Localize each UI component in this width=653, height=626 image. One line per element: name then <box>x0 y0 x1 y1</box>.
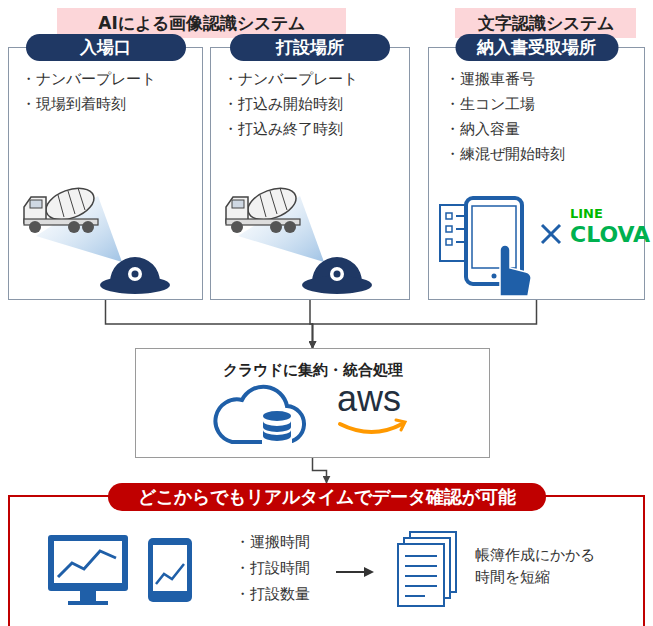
node-text: ・生コン工場 <box>445 95 535 114</box>
logo-text: aws <box>337 378 401 420</box>
logo-text: LINE <box>570 206 603 221</box>
node-text: ・打設時間 <box>235 559 310 578</box>
node-text: 帳簿作成にかかる 時間を短縮 <box>475 545 611 589</box>
node-heading: 入場口 <box>26 34 186 61</box>
node-text: ・運搬時間 <box>235 533 310 552</box>
node-heading: クラウドに集約・統合処理 <box>136 361 489 380</box>
location-panel: 入場口・ナンバープレート・現場到着時刻 <box>8 47 203 300</box>
node-heading: AIによる画像認識システム <box>57 12 346 35</box>
cloud-box: クラウドに集約・統合処理 <box>135 348 490 458</box>
location-panel: 納入書受取場所・運搬車番号・生コン工場・納入容量・練混ぜ開始時刻 <box>428 47 645 300</box>
node-heading: 納入書受取場所 <box>455 34 618 61</box>
flow-connector <box>313 458 327 483</box>
node-heading: 文字認識システム <box>455 12 636 35</box>
flow-connector <box>310 300 313 348</box>
node-text: ・運搬車番号 <box>445 70 535 89</box>
node-text: ・ナンバープレート <box>21 70 156 89</box>
location-panel: 打設場所・ナンバープレート・打込み開始時刻・打込み終了時刻 <box>210 47 410 300</box>
flow-connector <box>106 300 313 348</box>
node-heading: どこからでもリアルタイムでデータ確認が可能 <box>108 483 546 511</box>
node-heading: 打設場所 <box>230 34 390 61</box>
node-text: ・ナンバープレート <box>223 70 358 89</box>
flow-connector <box>313 300 537 348</box>
logo-text: CLOVA <box>570 222 650 247</box>
node-text: ・打込み開始時刻 <box>223 95 343 114</box>
node-text: ・納入容量 <box>445 120 520 139</box>
node-text: ・打込み終了時刻 <box>223 120 343 139</box>
node-text: ・現場到着時刻 <box>21 95 126 114</box>
node-text: ・打設数量 <box>235 585 310 604</box>
result-box: どこからでもリアルタイムでデータ確認が可能・運搬時間・打設時間・打設数量 帳簿作成… <box>8 483 645 626</box>
node-text: ・練混ぜ開始時刻 <box>445 145 565 164</box>
